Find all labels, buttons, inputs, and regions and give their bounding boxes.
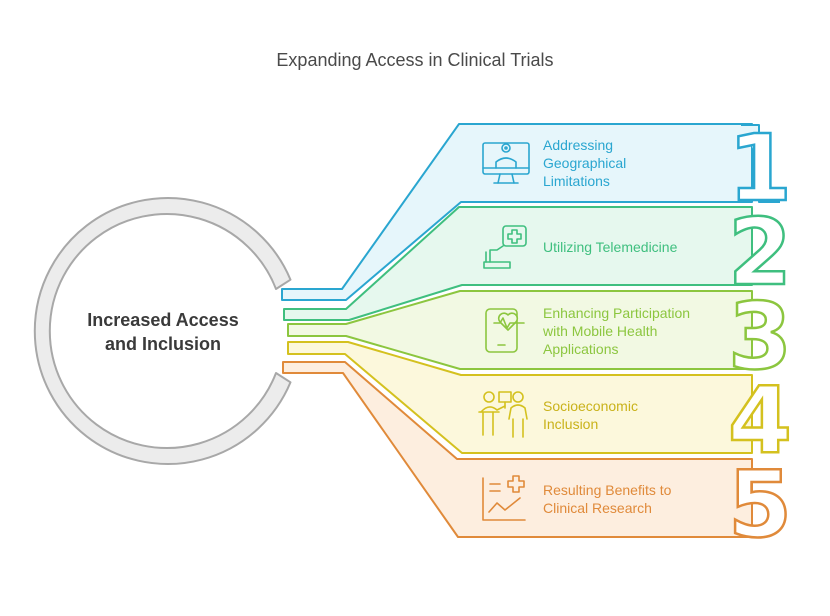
band-3: [287, 290, 753, 370]
item-1-line-2: Geographical: [543, 155, 627, 171]
number-2: 2: [728, 199, 792, 306]
band-2: [283, 206, 753, 321]
item-1-line-3: Limitations: [543, 173, 610, 189]
diagram-title: Expanding Access in Clinical Trials: [276, 50, 554, 70]
hub-label-line2: and Inclusion: [105, 334, 221, 354]
item-5-label: Resulting Benefits to Clinical Research: [543, 481, 671, 517]
item-4-label: Socioeconomic Inclusion: [543, 397, 638, 433]
band-1-shape: [281, 123, 753, 301]
chart-plus-icon: [482, 475, 526, 521]
number-3: 3: [728, 283, 792, 390]
item-5-line-2: Clinical Research: [543, 500, 652, 516]
band-4: [287, 341, 753, 454]
hub-label-line1: Increased Access: [87, 310, 238, 330]
item-3-line-2: with Mobile Health: [543, 323, 658, 339]
item-3-line-1: Enhancing Participation: [543, 305, 691, 321]
number-4: 4: [728, 367, 792, 474]
item-4-line-2: Inclusion: [543, 416, 599, 432]
people-presentation-icon: [478, 391, 528, 438]
number-1-text: 1: [728, 115, 792, 222]
item-3-label: Enhancing Participation with Mobile Heal…: [543, 304, 690, 358]
number-5: 5: [728, 451, 792, 558]
item-1-line-1: Addressing: [543, 137, 614, 153]
band-4-shape: [287, 341, 753, 454]
item-2-label: Utilizing Telemedicine: [543, 238, 677, 256]
hub: Increased Access and Inclusion: [33, 197, 292, 465]
number-1: 1: [727, 114, 794, 224]
item-3-line-3: Applications: [543, 341, 619, 357]
item-5-line-1: Resulting Benefits to: [543, 482, 672, 498]
hub-ring: [33, 197, 292, 465]
item-4-line-1: Socioeconomic: [543, 398, 638, 414]
band-3-shape: [287, 290, 753, 370]
laptop-medical-cross-icon: [483, 225, 527, 269]
band-1: [281, 123, 753, 301]
item-1-label: Addressing Geographical Limitations: [543, 136, 626, 190]
band-2-shape: [283, 206, 753, 321]
band-5-shape: [282, 361, 753, 538]
phone-heartbeat-icon: [485, 308, 525, 353]
item-2-line-1: Utilizing Telemedicine: [543, 239, 678, 255]
monitor-user-icon: [482, 142, 530, 184]
band-5: [282, 361, 753, 538]
